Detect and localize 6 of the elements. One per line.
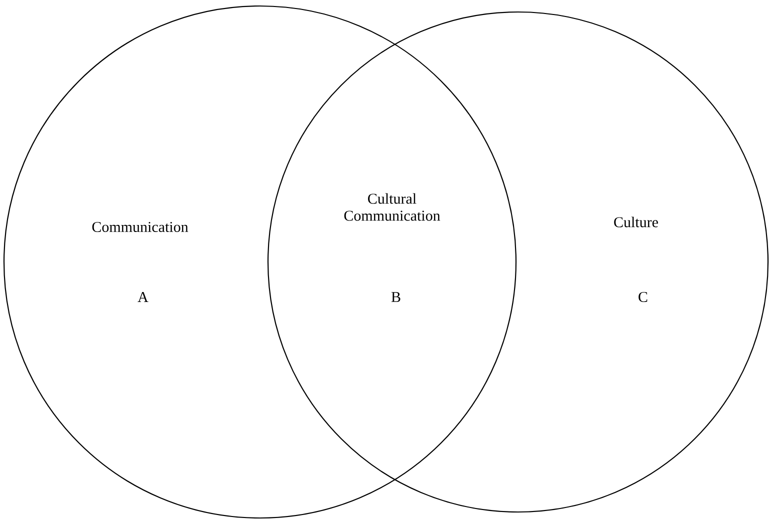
overlap-label: Cultural Communication	[344, 193, 440, 221]
region-letter: A	[138, 292, 148, 302]
circle-label: Communication	[92, 222, 188, 232]
circle-label: Culture	[614, 216, 658, 228]
region-letter: B	[391, 292, 400, 302]
region-letter: C	[638, 292, 648, 302]
